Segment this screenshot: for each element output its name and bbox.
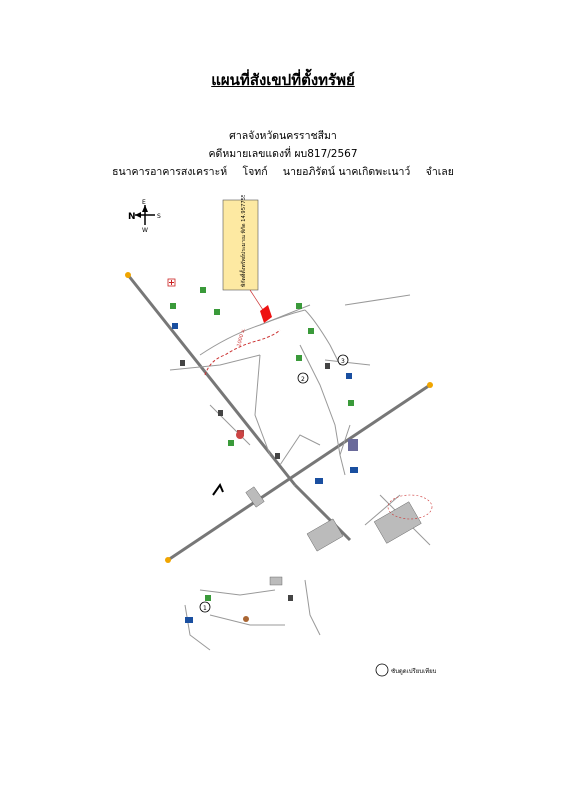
route-marker-3: 3 — [337, 354, 349, 366]
coordinate-label: พิกัดที่ตั้งทรัพย์ประมาณ พิกัด 14.957755… — [239, 195, 247, 287]
coordinate-callout: พิกัดที่ตั้งทรัพย์ประมาณ พิกัด 14.957755… — [222, 195, 266, 314]
route-marker-2: 2 — [297, 372, 309, 384]
compass-east: E — [142, 199, 146, 206]
case-number: คดีหมายเลขแดงที่ ผบ817/2567 — [208, 148, 358, 160]
compass-west: W — [142, 227, 148, 234]
svg-text:3: 3 — [341, 358, 345, 365]
main-road — [126, 274, 352, 542]
case-parties: ธนาคารอาคารสงเคราะห์ โจทก์ นายอภิรัตน์ น… — [0, 163, 566, 180]
comparable-area — [387, 494, 433, 520]
office-icon — [172, 323, 358, 623]
defendant-role: จำเลย — [425, 166, 454, 178]
gas-station-icon — [212, 482, 224, 496]
compass-icon: N E S W — [128, 199, 161, 234]
legend: ซับดูดเปรียบเทียบ — [375, 663, 437, 677]
plaintiff-role: โจทก์ — [242, 166, 268, 178]
hospital-icon — [167, 278, 176, 287]
route-path: 1000 ม. — [204, 327, 281, 376]
distance-label: 1000 ม. — [236, 327, 247, 347]
svg-text:1: 1 — [203, 605, 207, 612]
road-end-markers — [125, 272, 433, 563]
svg-text:2: 2 — [301, 376, 305, 383]
temple-icon — [180, 360, 330, 601]
property-marker — [260, 305, 272, 323]
building-blocks — [245, 486, 422, 586]
route-marker-1: 1 — [199, 601, 211, 613]
highway-road — [167, 383, 431, 562]
court-name: ศาลจังหวัดนครราชสีมา — [229, 130, 337, 142]
defendant-name: นายอภิรัตน์ นาคเกิดพะเนาว์ — [282, 166, 411, 178]
location-map: N E S W พิกัดที่ตั้งทรัพย์ประมาณ พิกัด 1… — [125, 195, 437, 677]
plaintiff-name: ธนาคารอาคารสงเคราะห์ — [112, 166, 228, 178]
compass-south: S — [157, 213, 161, 220]
compass-north: N — [128, 212, 136, 222]
page-title: แผนที่สังเขปที่ตั้งทรัพย์ — [211, 71, 355, 89]
school-icon — [170, 287, 354, 601]
park-icon — [236, 431, 249, 622]
legend-label: ซับดูดเปรียบเทียบ — [391, 667, 437, 675]
